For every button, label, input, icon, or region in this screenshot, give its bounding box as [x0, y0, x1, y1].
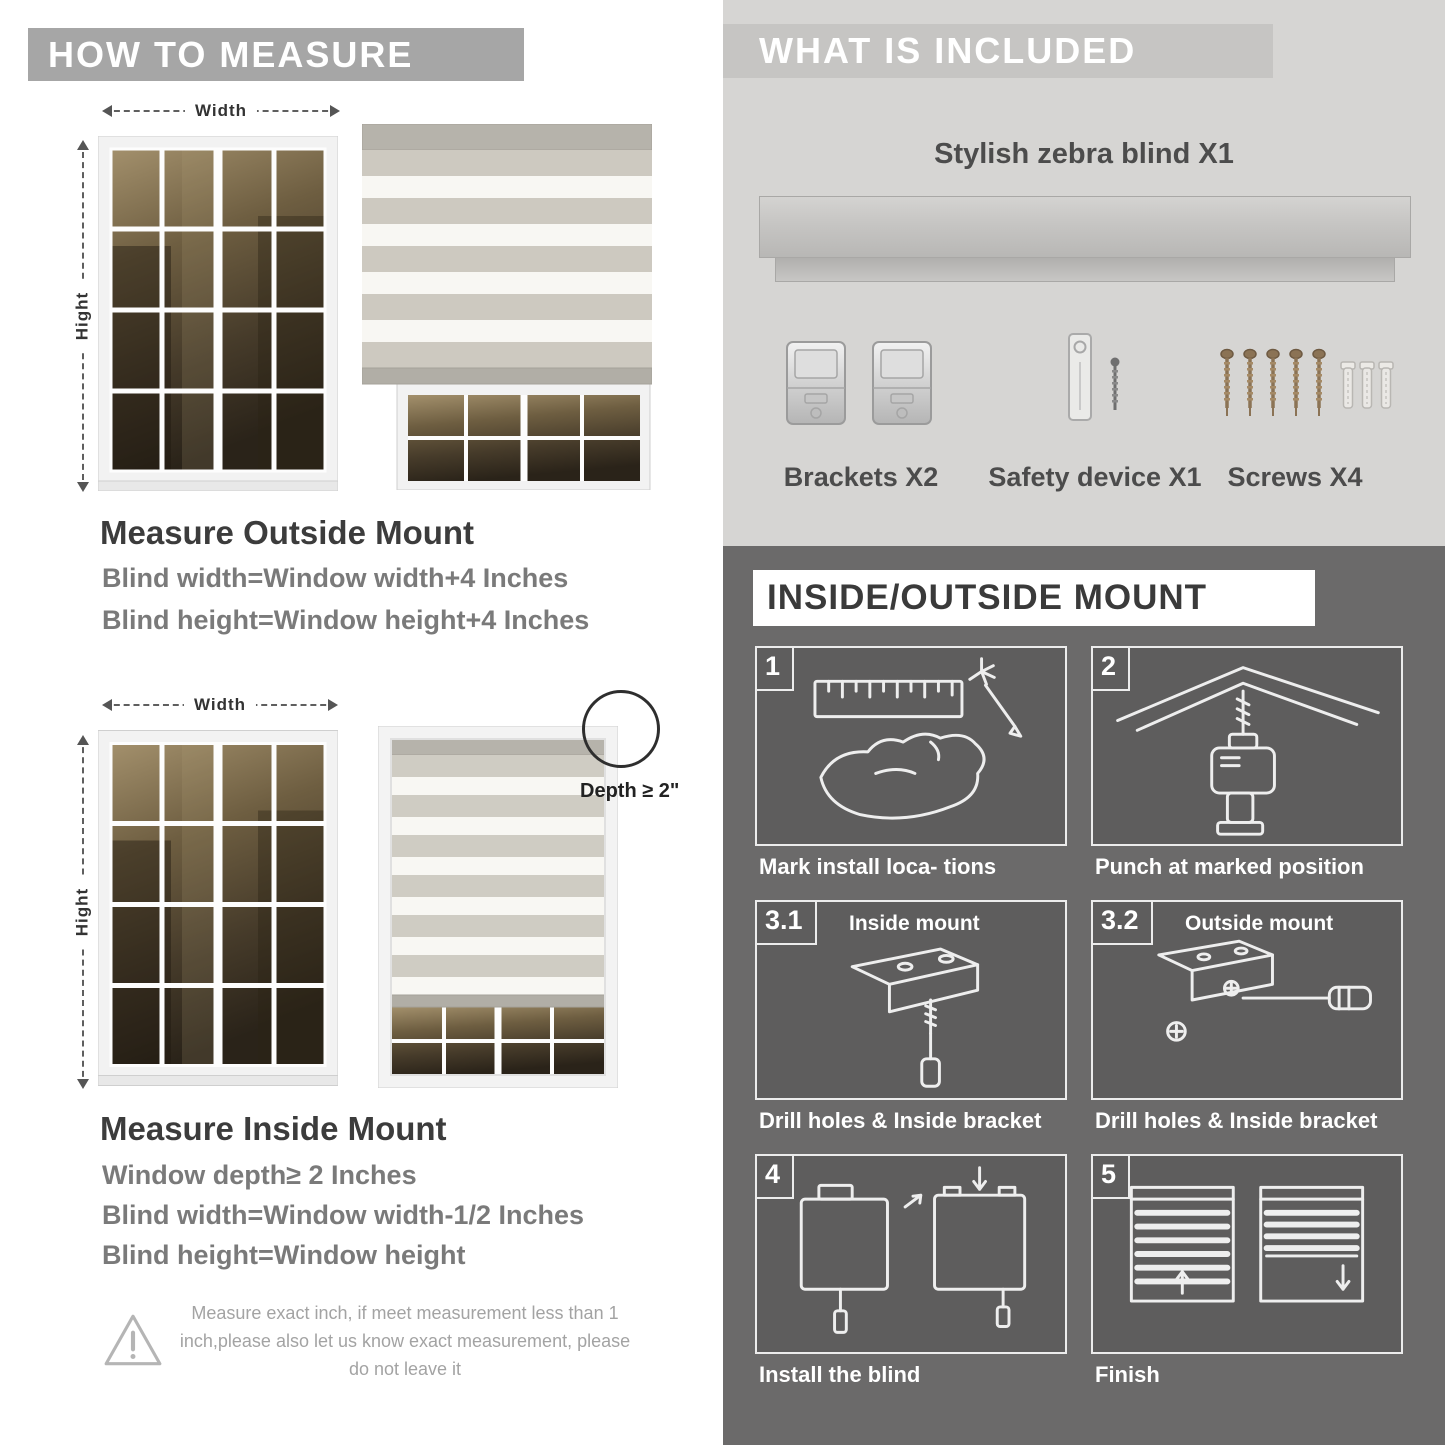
what-is-included-header: WHAT IS INCLUDED — [723, 24, 1273, 78]
measurement-warning-text: Measure exact inch, if meet measurement … — [179, 1303, 631, 1379]
step-tile-1: 1 — [755, 646, 1067, 846]
drill-illustration — [1116, 666, 1380, 836]
step-tile-4: 4 — [755, 1154, 1067, 1354]
mark-locations-illustration — [813, 657, 1023, 820]
brackets-icon — [786, 341, 932, 425]
screws-and-anchors-icon — [1215, 336, 1394, 431]
zebra-blind-product-label: Stylish zebra blind X1 — [934, 138, 1234, 170]
step-tile-5: 5 — [1091, 1154, 1403, 1354]
step-tile-3-2: 3.2 Outside mount — [1091, 900, 1403, 1100]
height-arrow-outside: Hight — [72, 140, 93, 492]
width-label: Width — [183, 695, 257, 715]
brackets-label: Brackets X2 — [783, 462, 939, 492]
inside-depth-rule: Window depth≥ 2 Inches — [102, 1160, 417, 1190]
outside-width-formula: Blind width=Window width+4 Inches — [102, 563, 569, 593]
step-number: 1 — [757, 648, 795, 691]
inside-mount-heading: Measure Inside Mount — [100, 1110, 447, 1147]
width-arrow-outside: Width — [102, 101, 340, 121]
step-caption: Drill holes & Inside bracket — [1095, 1108, 1378, 1133]
safety-device-icon — [1068, 333, 1120, 421]
step-title: Outside mount — [1185, 912, 1334, 935]
outside-mount-heading: Measure Outside Mount — [100, 514, 475, 551]
inside-height-formula: Blind height=Window height — [102, 1240, 466, 1270]
what-is-included-panel: WHAT IS INCLUDED Stylish zebra blind X1 … — [723, 0, 1445, 546]
step-number: 4 — [757, 1156, 795, 1199]
height-label: Hight — [72, 877, 93, 947]
step-caption: Finish — [1095, 1362, 1160, 1387]
outside-bracket-illustration — [1157, 939, 1372, 1042]
depth-requirement-label: Depth ≥ 2" — [580, 780, 680, 802]
step-tile-2: 2 — [1091, 646, 1403, 846]
depth-detail-circle-icon — [582, 690, 660, 768]
step-number: 3.2 — [1093, 902, 1153, 945]
step-caption: Mark install loca- tions — [759, 854, 997, 879]
step-caption: Punch at marked position — [1095, 854, 1364, 879]
mount-guide-panel: INSIDE/OUTSIDE MOUNT 1 Mark install loca… — [723, 546, 1445, 1445]
step-number: 3.1 — [757, 902, 817, 945]
warning-triangle-icon — [104, 1314, 162, 1366]
step-caption: Drill holes & Inside bracket — [759, 1108, 1042, 1133]
finish-illustration — [1129, 1185, 1365, 1303]
mount-guide-header: INSIDE/OUTSIDE MOUNT — [753, 570, 1315, 626]
outside-height-formula: Blind height=Window height+4 Inches — [102, 605, 590, 635]
zebra-blind-headrail-illustration — [759, 196, 1411, 258]
outside-mount-window-illustration — [98, 136, 338, 491]
safety-device-label: Safety device X1 — [988, 462, 1202, 492]
step-tile-3-1: 3.1 Inside mount — [755, 900, 1067, 1100]
install-blind-illustration — [799, 1166, 1027, 1334]
inside-mount-window-illustration — [98, 730, 338, 1086]
zebra-blind-headrail-lip — [775, 258, 1395, 282]
inside-bracket-illustration — [850, 947, 980, 1088]
step-title: Inside mount — [849, 912, 980, 935]
height-label: Hight — [72, 281, 93, 351]
step-number: 2 — [1093, 648, 1131, 691]
inside-mount-blind-illustration — [378, 726, 618, 1088]
width-label: Width — [184, 101, 258, 121]
step-caption: Install the blind — [759, 1362, 921, 1387]
step-number: 5 — [1093, 1156, 1131, 1199]
screws-label: Screws X4 — [1227, 462, 1363, 492]
width-arrow-inside: Width — [102, 695, 338, 715]
inside-width-formula: Blind width=Window width-1/2 Inches — [102, 1200, 585, 1230]
how-to-measure-header: HOW TO MEASURE — [28, 28, 524, 81]
outside-mount-blind-illustration — [362, 124, 652, 490]
height-arrow-inside: Hight — [72, 735, 93, 1089]
